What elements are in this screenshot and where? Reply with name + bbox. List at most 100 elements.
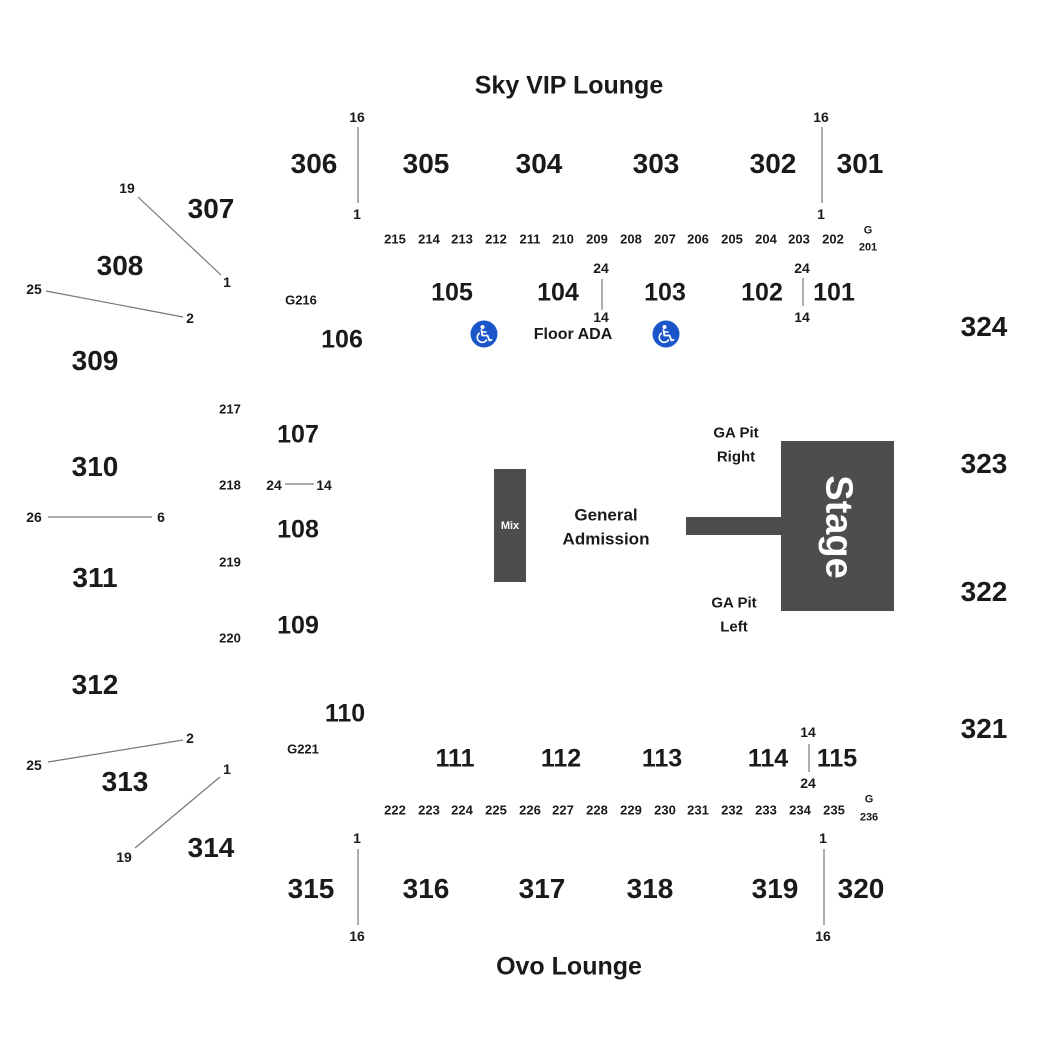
section-322[interactable]: 322 <box>960 576 1008 607</box>
section-319[interactable]: 319 <box>751 873 799 904</box>
section-309[interactable]: 309 <box>71 345 119 376</box>
section-206[interactable]: 206 <box>687 231 709 247</box>
section-111[interactable]: 111 <box>435 744 475 773</box>
floor-ada-label: Floor ADA <box>533 326 613 343</box>
general-admission-line2[interactable]: Admission <box>562 529 650 549</box>
section-223[interactable]: 223 <box>418 802 440 818</box>
gate-201-number: 201 <box>858 241 878 254</box>
section-233[interactable]: 233 <box>755 802 777 818</box>
section-228[interactable]: 228 <box>586 802 608 818</box>
row-marker: 16 <box>349 928 365 944</box>
section-209[interactable]: 209 <box>586 231 608 247</box>
section-232[interactable]: 232 <box>721 802 743 818</box>
row-marker: 1 <box>223 274 231 290</box>
section-105[interactable]: 105 <box>431 278 473 307</box>
row-marker: 1 <box>353 206 361 222</box>
section-314[interactable]: 314 <box>187 832 235 863</box>
section-112[interactable]: 112 <box>540 744 582 773</box>
section-304[interactable]: 304 <box>515 148 563 179</box>
section-220[interactable]: 220 <box>219 630 241 646</box>
section-224[interactable]: 224 <box>451 802 473 818</box>
section-230[interactable]: 230 <box>654 802 676 818</box>
row-marker: 16 <box>815 928 831 944</box>
section-320[interactable]: 320 <box>837 873 885 904</box>
section-219[interactable]: 219 <box>219 554 241 570</box>
section-324[interactable]: 324 <box>960 311 1008 342</box>
gate-201-label: G <box>863 224 873 237</box>
row-marker: 19 <box>116 849 132 865</box>
section-214[interactable]: 214 <box>418 231 440 247</box>
section-113[interactable]: 113 <box>641 744 683 773</box>
stage-label: Stage <box>817 475 860 579</box>
section-318[interactable]: 318 <box>626 873 674 904</box>
section-225[interactable]: 225 <box>485 802 507 818</box>
section-315[interactable]: 315 <box>287 873 335 904</box>
section-210[interactable]: 210 <box>552 231 574 247</box>
section-323[interactable]: 323 <box>960 448 1008 479</box>
section-226[interactable]: 226 <box>519 802 541 818</box>
row-marker: 2 <box>186 310 194 326</box>
section-109[interactable]: 109 <box>277 611 319 640</box>
ovo-lounge-title: Ovo Lounge <box>496 952 642 981</box>
row-marker: 6 <box>157 509 165 525</box>
section-108[interactable]: 108 <box>277 515 319 544</box>
section-104[interactable]: 104 <box>537 278 579 307</box>
section-106[interactable]: 106 <box>321 325 363 354</box>
section-308[interactable]: 308 <box>96 250 144 281</box>
section-115[interactable]: 115 <box>816 744 858 773</box>
section-302[interactable]: 302 <box>749 148 797 179</box>
section-203[interactable]: 203 <box>788 231 810 247</box>
section-107[interactable]: 107 <box>277 420 319 449</box>
section-202[interactable]: 202 <box>822 231 844 247</box>
ga-pit-left-line2[interactable]: Left <box>720 618 748 636</box>
section-227[interactable]: 227 <box>552 802 574 818</box>
row-marker: 1 <box>817 206 825 222</box>
section-114[interactable]: 114 <box>747 744 789 773</box>
section-218[interactable]: 218 <box>219 477 241 493</box>
section-231[interactable]: 231 <box>687 802 709 818</box>
section-229[interactable]: 229 <box>620 802 642 818</box>
section-310[interactable]: 310 <box>71 451 119 482</box>
section-321[interactable]: 321 <box>960 713 1008 744</box>
section-211[interactable]: 211 <box>519 231 541 247</box>
section-101[interactable]: 101 <box>813 278 855 307</box>
section-306[interactable]: 306 <box>290 148 338 179</box>
section-217[interactable]: 217 <box>219 401 241 417</box>
row-marker: 24 <box>593 260 609 276</box>
section-313[interactable]: 313 <box>101 766 149 797</box>
general-admission-line1[interactable]: General <box>574 505 638 525</box>
section-110[interactable]: 110 <box>324 699 366 728</box>
section-213[interactable]: 213 <box>451 231 473 247</box>
section-215[interactable]: 215 <box>384 231 406 247</box>
section-316[interactable]: 316 <box>402 873 450 904</box>
section-212[interactable]: 212 <box>485 231 507 247</box>
mix-position[interactable] <box>494 469 526 582</box>
ga-pit-left-line1[interactable]: GA Pit <box>711 594 757 612</box>
row-marker: 14 <box>593 309 609 325</box>
section-103[interactable]: 103 <box>644 278 686 307</box>
ga-pit-right-line1[interactable]: GA Pit <box>713 424 759 442</box>
section-307[interactable]: 307 <box>187 193 235 224</box>
section-222[interactable]: 222 <box>384 802 406 818</box>
row-marker: 2 <box>186 730 194 746</box>
row-marker: 14 <box>794 309 810 325</box>
gate-221: G221 <box>287 741 319 757</box>
section-234[interactable]: 234 <box>789 802 811 818</box>
section-303[interactable]: 303 <box>632 148 680 179</box>
section-204[interactable]: 204 <box>755 231 777 247</box>
section-305[interactable]: 305 <box>402 148 450 179</box>
section-102[interactable]: 102 <box>741 278 783 307</box>
section-317[interactable]: 317 <box>518 873 566 904</box>
sky-vip-lounge-title: Sky VIP Lounge <box>474 71 664 100</box>
section-205[interactable]: 205 <box>721 231 743 247</box>
ga-pit-right-line2[interactable]: Right <box>716 448 756 466</box>
section-207[interactable]: 207 <box>654 231 676 247</box>
section-312[interactable]: 312 <box>71 669 119 700</box>
wheelchair-icon <box>652 320 680 348</box>
section-235[interactable]: 235 <box>823 802 845 818</box>
section-311[interactable]: 311 <box>72 562 118 593</box>
section-208[interactable]: 208 <box>620 231 642 247</box>
section-301[interactable]: 301 <box>836 148 884 179</box>
